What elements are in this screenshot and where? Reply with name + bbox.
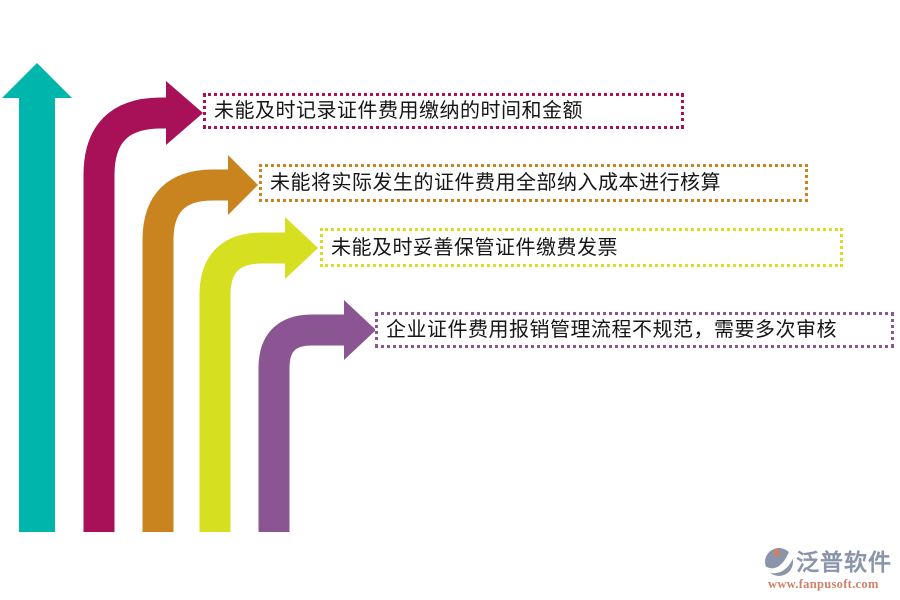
issue-label: 未能将实际发生的证件费用全部纳入成本进行核算 [270,172,721,194]
logo-name: 泛普软件 [796,548,892,575]
teal-up-arrow [2,63,72,532]
fanpu-logo: 泛普软件 www.fanpusoft.com [764,547,898,591]
orange-curved-arrow [142,155,258,532]
issue-label: 企业证件费用报销管理流程不规范，需要多次审核 [386,319,837,341]
logo-url: www.fanpusoft.com [768,577,879,591]
purple-curved-arrow [258,300,376,532]
issue-label: 未能及时妥善保管证件缴费发票 [331,236,618,259]
fanpu-logo-icon [765,548,793,576]
yellow-green-curved-arrow [199,217,318,532]
issue-box-reimbursement-process: 企业证件费用报销管理流程不规范，需要多次审核 [375,312,894,348]
magenta-curved-arrow [83,81,203,532]
issue-box-record-time-amount: 未能及时记录证件费用缴纳的时间和金额 [203,93,684,129]
issue-label: 未能及时记录证件费用缴纳的时间和金额 [214,100,583,122]
issue-box-cost-accounting: 未能将实际发生的证件费用全部纳入成本进行核算 [259,164,808,202]
issue-box-invoice-keeping: 未能及时妥善保管证件缴费发票 [320,228,843,267]
